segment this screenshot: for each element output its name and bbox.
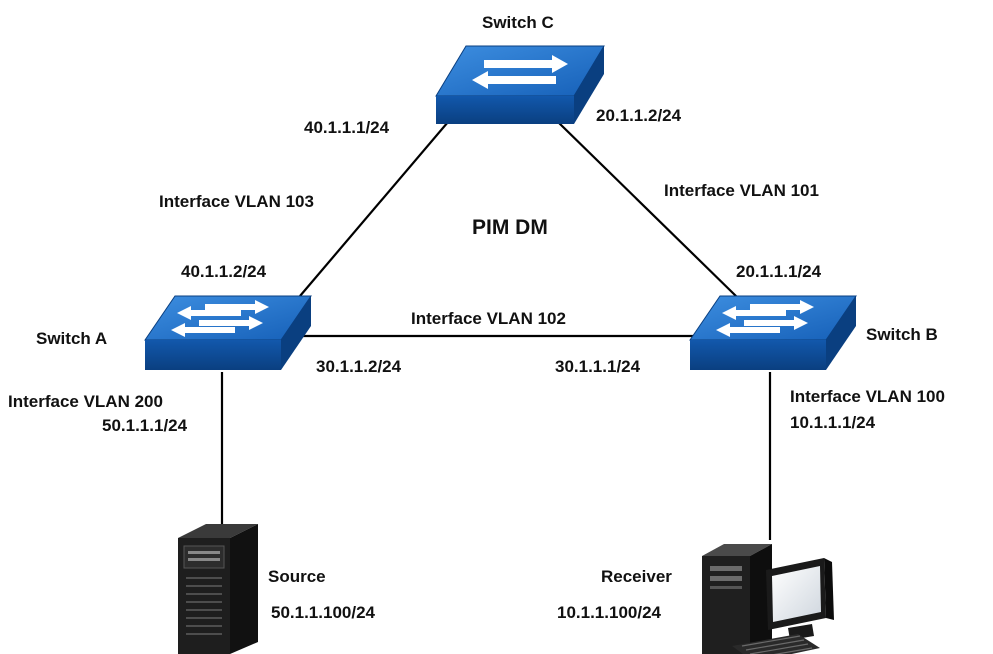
ip-a-vlan103: 40.1.1.2/24 xyxy=(181,262,267,281)
switch-b-label: Switch B xyxy=(866,325,938,344)
vlan100-label: Interface VLAN 100 xyxy=(790,387,945,406)
source-label: Source xyxy=(268,567,326,586)
ip-b-vlan100: 10.1.1.1/24 xyxy=(790,413,876,432)
ip-b-vlan102: 30.1.1.1/24 xyxy=(555,357,641,376)
server-icon xyxy=(178,524,258,654)
pc-icon xyxy=(702,544,834,654)
switch-a-icon xyxy=(144,295,312,370)
link-b-c xyxy=(557,121,739,299)
vlan200-label: Interface VLAN 200 xyxy=(8,392,163,411)
vlan102-label: Interface VLAN 102 xyxy=(411,309,566,328)
switch-a-label: Switch A xyxy=(36,329,107,348)
ip-c-vlan103: 40.1.1.1/24 xyxy=(304,118,390,137)
switch-b-icon xyxy=(689,295,857,370)
ip-c-vlan101: 20.1.1.2/24 xyxy=(596,106,682,125)
switch-c-label: Switch C xyxy=(482,13,554,32)
protocol-label: PIM DM xyxy=(472,216,548,239)
receiver-ip: 10.1.1.100/24 xyxy=(557,603,662,622)
receiver-label: Receiver xyxy=(601,567,672,586)
ip-a-vlan200: 50.1.1.1/24 xyxy=(102,416,188,435)
source-ip: 50.1.1.100/24 xyxy=(271,603,376,622)
switch-c-icon xyxy=(435,45,605,124)
ip-b-vlan101: 20.1.1.1/24 xyxy=(736,262,822,281)
vlan103-label: Interface VLAN 103 xyxy=(159,192,314,211)
ip-a-vlan102: 30.1.1.2/24 xyxy=(316,357,402,376)
vlan101-label: Interface VLAN 101 xyxy=(664,181,819,200)
link-a-c xyxy=(299,121,449,297)
